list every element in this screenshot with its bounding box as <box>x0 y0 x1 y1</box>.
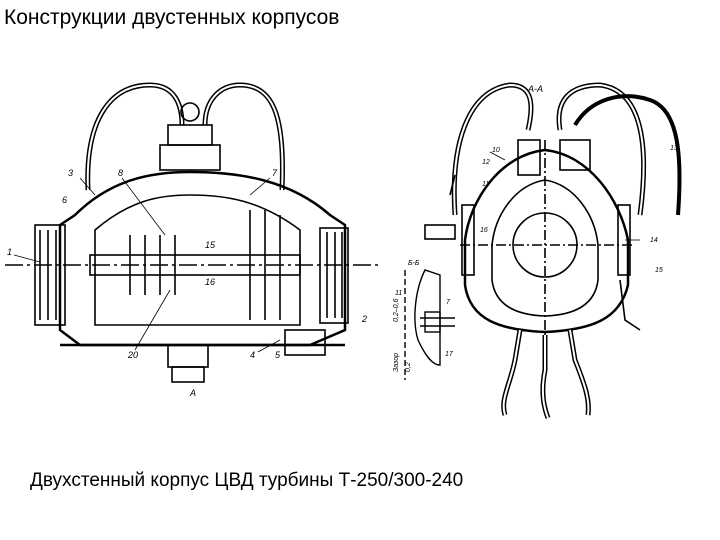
label-a: A <box>189 388 196 398</box>
detail-gap-label: Зазор <box>393 353 400 372</box>
label-2: 2 <box>361 314 367 324</box>
label-15-right: 15 <box>655 267 663 274</box>
drawing-caption: Двухстенный корпус ЦВД турбины Т-250/300… <box>30 470 464 491</box>
detail-label-17: 17 <box>445 351 454 358</box>
label-8: 8 <box>118 168 123 178</box>
label-20: 20 <box>127 350 138 360</box>
detail-gap-value: 0,2 <box>405 362 412 372</box>
label-7: 7 <box>272 168 278 178</box>
left-casing-drawing <box>5 82 380 383</box>
right-casing-drawing <box>424 82 682 419</box>
section-label-a-a: A-A <box>527 84 543 94</box>
label-4: 4 <box>250 350 255 360</box>
label-10: 10 <box>492 147 500 154</box>
label-13: 13 <box>670 145 678 152</box>
section-label-b-b: Б-Б <box>408 260 420 267</box>
leader-lines <box>13 151 640 353</box>
label-12: 12 <box>482 159 490 166</box>
label-5: 5 <box>275 350 281 360</box>
label-16-right: 16 <box>480 227 488 234</box>
label-11: 11 <box>482 181 489 188</box>
label-3: 3 <box>68 168 73 178</box>
detail-dim-label: 0,2–0,6 <box>393 299 400 322</box>
detail-section-drawing <box>404 269 455 380</box>
label-1: 1 <box>7 247 12 257</box>
label-14: 14 <box>650 237 658 244</box>
slide-title: Конструкции двустенных корпусов <box>4 6 340 29</box>
label-16: 16 <box>205 277 215 287</box>
detail-label-11: 11 <box>395 290 402 297</box>
label-15: 15 <box>205 240 216 250</box>
label-6: 6 <box>62 195 67 205</box>
detail-label-7: 7 <box>446 299 451 306</box>
